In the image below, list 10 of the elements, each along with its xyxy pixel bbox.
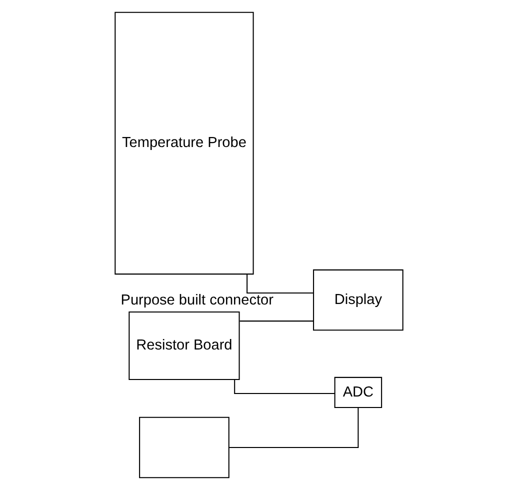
node-box: ADC	[334, 376, 382, 408]
node-box: Resistor Board	[128, 311, 240, 380]
connector	[246, 274, 313, 294]
connector	[239, 320, 313, 322]
connector	[234, 380, 334, 394]
connector	[228, 408, 358, 448]
node-box: Temperature Probe	[114, 12, 254, 275]
edge-label: Purpose built connector	[120, 292, 273, 309]
node-box: Display	[312, 269, 403, 331]
node-box	[138, 416, 229, 478]
